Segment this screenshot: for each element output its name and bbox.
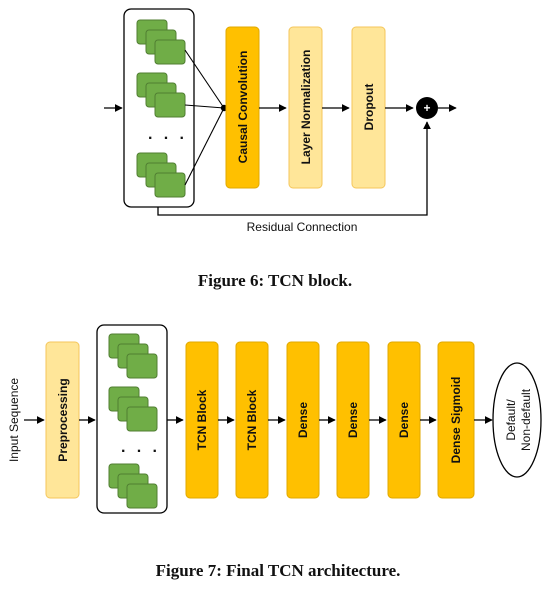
figure6-diagram: · · · Causal Convolution Layer Normaliza… bbox=[104, 8, 457, 234]
input-sequence-label: Input Sequence bbox=[7, 378, 21, 462]
dense-block-2-label: Dense bbox=[346, 402, 360, 438]
ellipsis: · · · bbox=[148, 130, 188, 147]
feature-stack-top-fig7 bbox=[108, 333, 158, 379]
feature-stack-bottom-fig7 bbox=[108, 463, 158, 509]
residual-connection-label: Residual Connection bbox=[247, 220, 358, 234]
preprocessing-label: Preprocessing bbox=[56, 378, 70, 461]
figure7-caption: Figure 7: Final TCN architecture. bbox=[156, 561, 401, 580]
tcn-block-2-label: TCN Block bbox=[245, 389, 259, 450]
tcn-block-1-label: TCN Block bbox=[195, 389, 209, 450]
dense-sigmoid-label: Dense Sigmoid bbox=[449, 377, 463, 464]
figure7-diagram: Input Sequence Preprocessing · · · TCN B… bbox=[7, 324, 542, 514]
dense-block-3-label: Dense bbox=[397, 402, 411, 438]
dense-block-1-label: Dense bbox=[296, 402, 310, 438]
causal-convolution-label: Causal Convolution bbox=[236, 51, 250, 164]
feature-stack-middle bbox=[136, 72, 186, 118]
sum-symbol: + bbox=[423, 101, 430, 115]
output-label-line2: Non-default bbox=[519, 388, 533, 451]
feature-stack-middle-fig7 bbox=[108, 386, 158, 432]
output-node bbox=[492, 362, 542, 478]
sum-node bbox=[416, 97, 438, 119]
feature-stack-bottom bbox=[136, 152, 186, 198]
residual-connection-line bbox=[157, 121, 431, 216]
output-label-line1: Default/ bbox=[504, 399, 518, 441]
layer-normalization-label: Layer Normalization bbox=[299, 50, 313, 165]
ellipsis-fig7: · · · bbox=[121, 443, 161, 460]
figure6-caption: Figure 6: TCN block. bbox=[198, 271, 352, 290]
convergence-lines bbox=[184, 49, 225, 186]
feature-stack-top bbox=[136, 19, 186, 65]
dropout-label: Dropout bbox=[362, 84, 376, 131]
